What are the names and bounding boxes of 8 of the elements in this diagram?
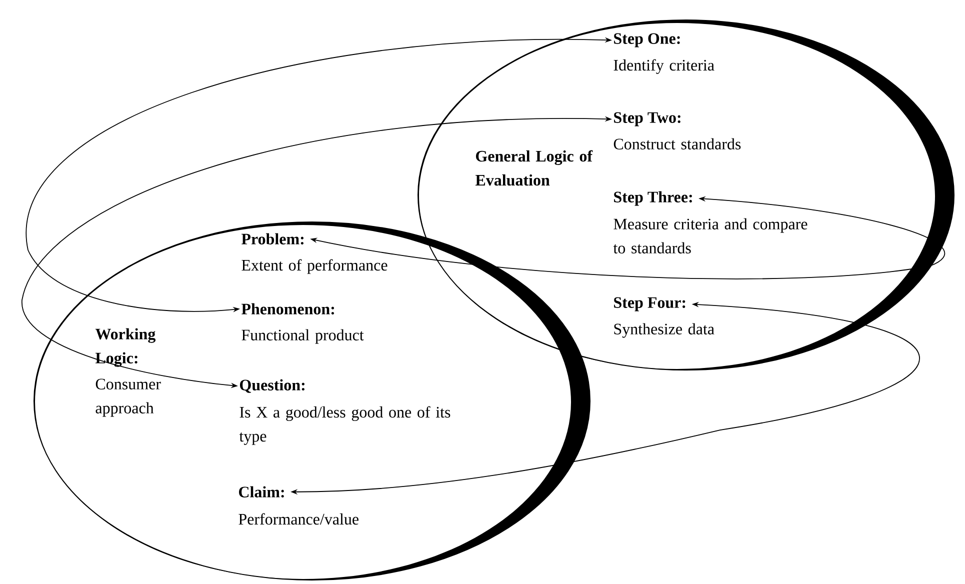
step-text: Problem: Extent of performance bbox=[241, 233, 388, 274]
step-text: Step One: Identify criteria bbox=[614, 33, 714, 74]
step-text: Question: Is X a good/less good one of its type bbox=[239, 379, 450, 445]
step-text: Step Three: Measure criteria and compare to standards bbox=[613, 191, 808, 254]
step-text: Step Four: Synthesize data bbox=[614, 297, 714, 338]
step-text: Step Two: Construct standards bbox=[614, 112, 741, 150]
step-text: Claim: Performance/value bbox=[238, 486, 358, 525]
step-text: Phenomenon: Functional product bbox=[241, 303, 364, 344]
